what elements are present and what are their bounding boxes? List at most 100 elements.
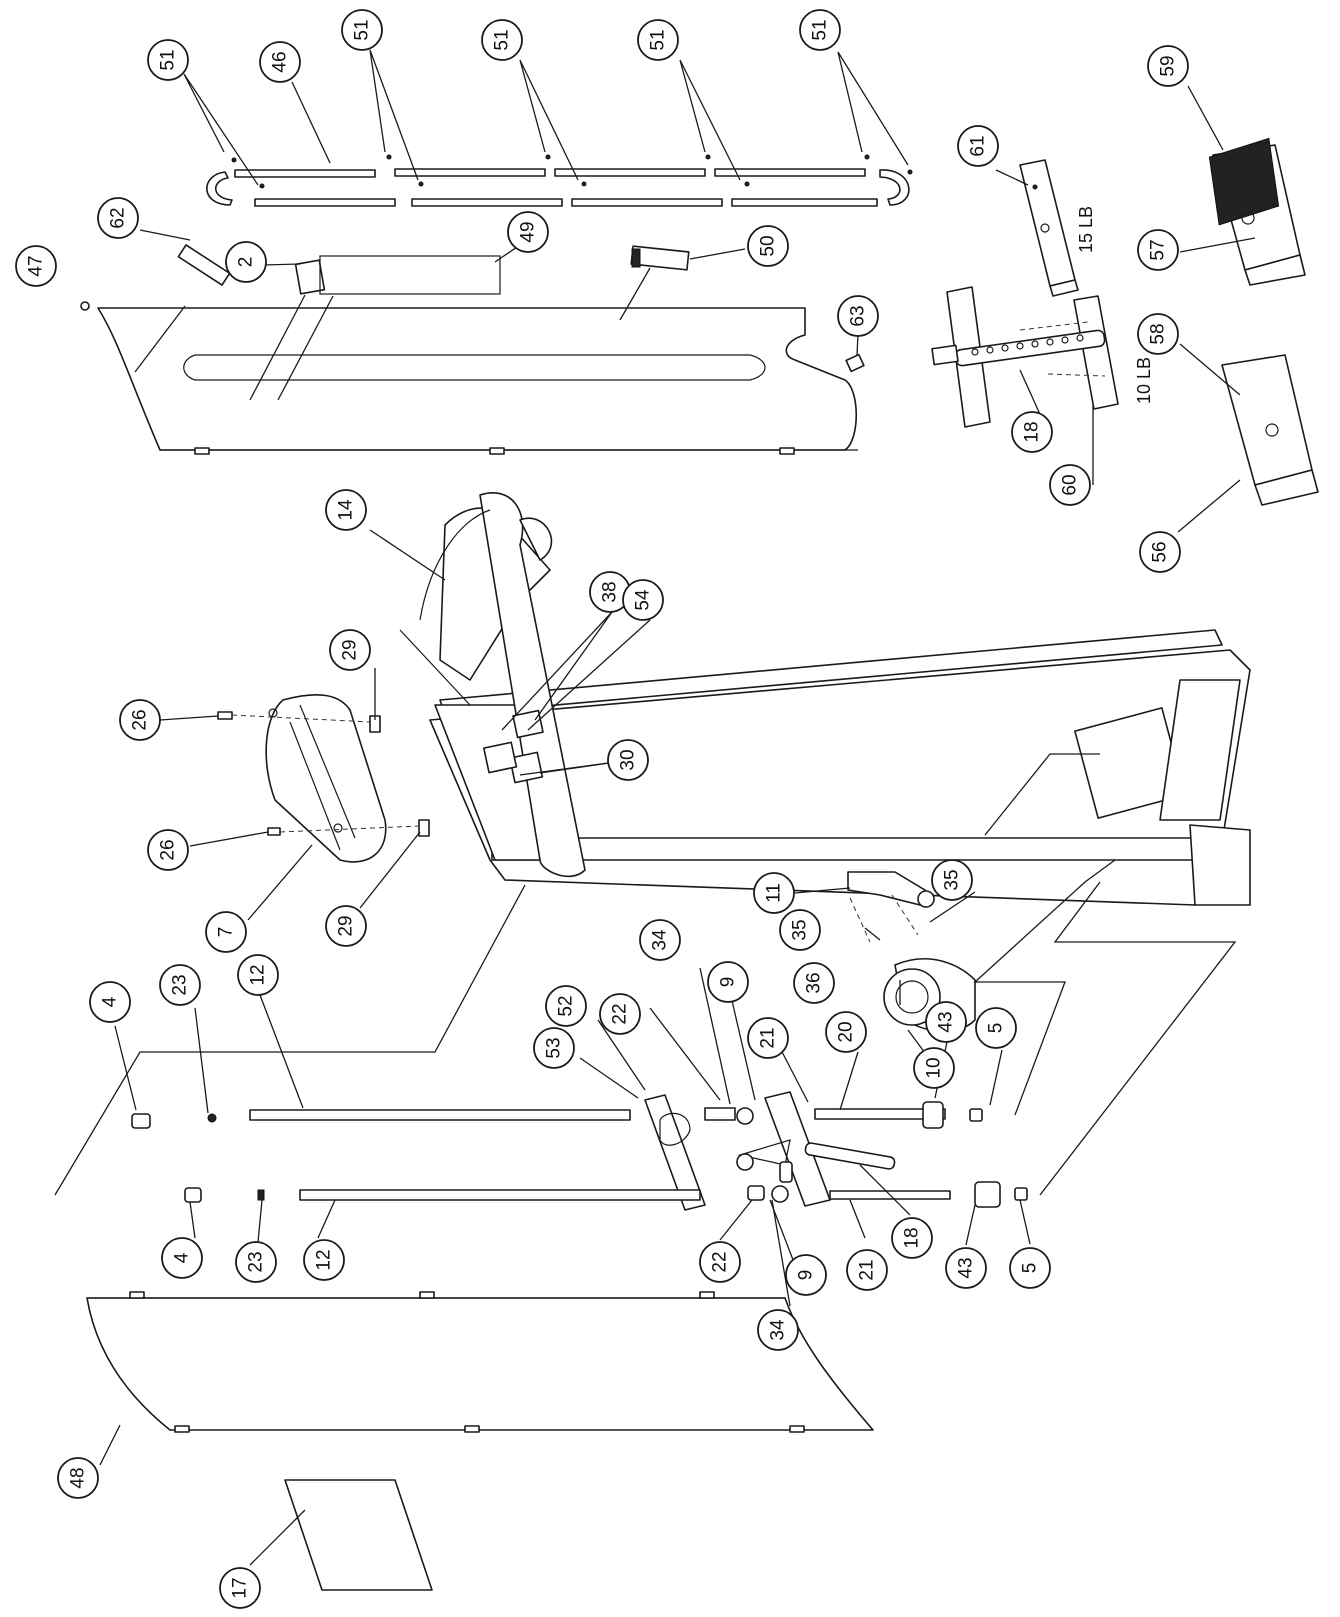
callout-circle bbox=[1139, 531, 1181, 573]
callout-circle bbox=[205, 911, 247, 953]
callout-bubble-7: 7 bbox=[205, 911, 247, 953]
bracket-29-bottom bbox=[418, 819, 430, 837]
decals bbox=[177, 244, 690, 295]
callout-number: 11 bbox=[764, 883, 785, 903]
callout-circle bbox=[753, 872, 795, 914]
callout-bubble-36: 36 bbox=[793, 962, 835, 1004]
callout-number: 51 bbox=[352, 19, 373, 40]
callout-circle bbox=[89, 981, 131, 1023]
callout-number: 4 bbox=[172, 1252, 193, 1263]
callout-bubble-43: 43 bbox=[925, 1001, 967, 1043]
callout-circle bbox=[1147, 45, 1189, 87]
top-shroud bbox=[80, 301, 865, 455]
callout-circle bbox=[1011, 411, 1053, 453]
callout-circle bbox=[837, 295, 879, 337]
callout-circle bbox=[237, 954, 279, 996]
callout-number: 53 bbox=[544, 1037, 565, 1058]
callout-number: 43 bbox=[956, 1257, 977, 1278]
callout-circle bbox=[891, 1217, 933, 1259]
callout-number: 61 bbox=[968, 135, 989, 156]
shroud-strips bbox=[206, 154, 913, 207]
callout-bubble-9: 9 bbox=[785, 1254, 827, 1296]
callout-circle bbox=[975, 1007, 1017, 1049]
callout-circle bbox=[825, 1011, 867, 1053]
callout-bubble-35: 35 bbox=[779, 909, 821, 951]
callout-circle bbox=[1137, 313, 1179, 355]
callout-number: 51 bbox=[648, 29, 669, 50]
callout-bubble-22: 22 bbox=[599, 993, 641, 1035]
callout-number: 21 bbox=[857, 1259, 878, 1280]
callout-circle bbox=[57, 1457, 99, 1499]
callout-number: 57 bbox=[1148, 239, 1169, 260]
callout-circle bbox=[325, 489, 367, 531]
callout-bubble-51: 51 bbox=[799, 9, 841, 51]
callout-circle bbox=[481, 19, 523, 61]
callout-circle bbox=[15, 245, 57, 287]
callout-number: 46 bbox=[270, 51, 291, 72]
callout-number: 43 bbox=[936, 1011, 957, 1032]
callout-number: 56 bbox=[1150, 541, 1171, 562]
callout-circle bbox=[159, 964, 201, 1006]
callout-bubble-56: 56 bbox=[1139, 531, 1181, 573]
callout-circle bbox=[235, 1241, 277, 1283]
callout-bubble-61: 61 bbox=[957, 125, 999, 167]
callout-circle bbox=[225, 241, 267, 283]
callout-bubble-35: 35 bbox=[931, 859, 973, 901]
callout-circle bbox=[599, 993, 641, 1035]
callout-bubble-51: 51 bbox=[341, 9, 383, 51]
upper-shaft bbox=[131, 1091, 983, 1211]
callout-bubble-54: 54 bbox=[622, 579, 664, 621]
callout-bubble-23: 23 bbox=[159, 964, 201, 1006]
callout-circle bbox=[785, 1254, 827, 1296]
callout-number: 12 bbox=[248, 964, 269, 985]
callout-circle bbox=[1049, 464, 1091, 506]
callout-circle bbox=[757, 1309, 799, 1351]
callout-number: 22 bbox=[610, 1003, 631, 1024]
callout-number: 47 bbox=[26, 255, 47, 276]
callout-bubble-51: 51 bbox=[637, 19, 679, 61]
weight-plates: 15 LB 10 LB bbox=[931, 159, 1154, 428]
plate-stacks bbox=[1208, 137, 1319, 506]
callout-circle bbox=[931, 859, 973, 901]
callout-circle bbox=[325, 905, 367, 947]
callout-bubble-21: 21 bbox=[747, 1017, 789, 1059]
label-17 bbox=[284, 1479, 433, 1591]
callout-number: 34 bbox=[650, 929, 671, 951]
callout-number: 34 bbox=[768, 1319, 789, 1341]
callout-bubble-30: 30 bbox=[607, 739, 649, 781]
callout-number: 4 bbox=[100, 996, 121, 1007]
callout-circle bbox=[747, 1017, 789, 1059]
callout-number: 5 bbox=[986, 1023, 1007, 1034]
callout-bubble-34: 34 bbox=[639, 919, 681, 961]
callout-bubble-18: 18 bbox=[891, 1217, 933, 1259]
callout-number: 51 bbox=[158, 49, 179, 70]
callout-number: 23 bbox=[170, 974, 191, 995]
callout-circle bbox=[1137, 229, 1179, 271]
callout-number: 59 bbox=[1158, 55, 1179, 76]
weight-label-10lb: 10 LB bbox=[1134, 357, 1154, 404]
callout-circle bbox=[119, 699, 161, 741]
callout-circle bbox=[607, 739, 649, 781]
callout-number: 10 bbox=[924, 1057, 945, 1078]
callout-bubble-5: 5 bbox=[975, 1007, 1017, 1049]
bottom-shroud bbox=[86, 1291, 874, 1433]
callout-number: 18 bbox=[1022, 421, 1043, 442]
callout-number: 9 bbox=[718, 977, 739, 988]
callout-bubble-4: 4 bbox=[161, 1237, 203, 1279]
callout-circle bbox=[747, 225, 789, 267]
callout-bubble-11: 11 bbox=[753, 872, 795, 914]
dash-11-35 bbox=[849, 894, 919, 943]
callout-number: 18 bbox=[902, 1227, 923, 1248]
callout-number: 35 bbox=[942, 869, 963, 890]
callout-number: 38 bbox=[600, 581, 621, 602]
callout-number: 23 bbox=[246, 1251, 267, 1272]
callout-circle bbox=[303, 1239, 345, 1281]
callout-circle bbox=[699, 1241, 741, 1283]
leader-lines-lower bbox=[99, 967, 1031, 1566]
callout-number: 2 bbox=[236, 257, 257, 268]
callout-bubble-10: 10 bbox=[913, 1047, 955, 1089]
callout-bubble-22: 22 bbox=[699, 1241, 741, 1283]
callout-circle bbox=[945, 1247, 987, 1289]
callout-bubble-18: 18 bbox=[1011, 411, 1053, 453]
